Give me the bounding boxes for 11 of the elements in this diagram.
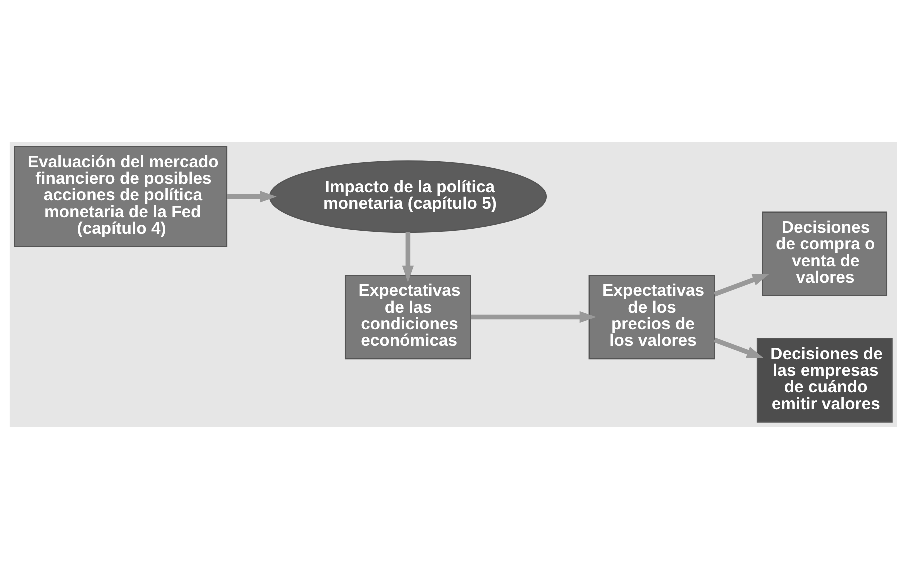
node-box: Expectativas de las condiciones económicas <box>344 274 471 360</box>
node-box: Decisiones de compra o venta de valores <box>762 212 888 296</box>
arrow <box>402 232 414 283</box>
node-box: Expectativas de los precios de los valores <box>588 274 715 360</box>
arrow <box>470 311 596 324</box>
arrow <box>713 338 764 358</box>
node-box: Evaluación del mercado financiero de posibles acciones de política monetaria de la Fed (capítulo 4) <box>14 146 228 248</box>
node-box: Decisiones de las empresas de cuándo emitir valores <box>756 338 892 423</box>
arrow <box>226 190 276 203</box>
node-ellipse: Impacto de la política monetaria (capítulo 5) <box>268 160 547 234</box>
arrow <box>713 274 770 297</box>
